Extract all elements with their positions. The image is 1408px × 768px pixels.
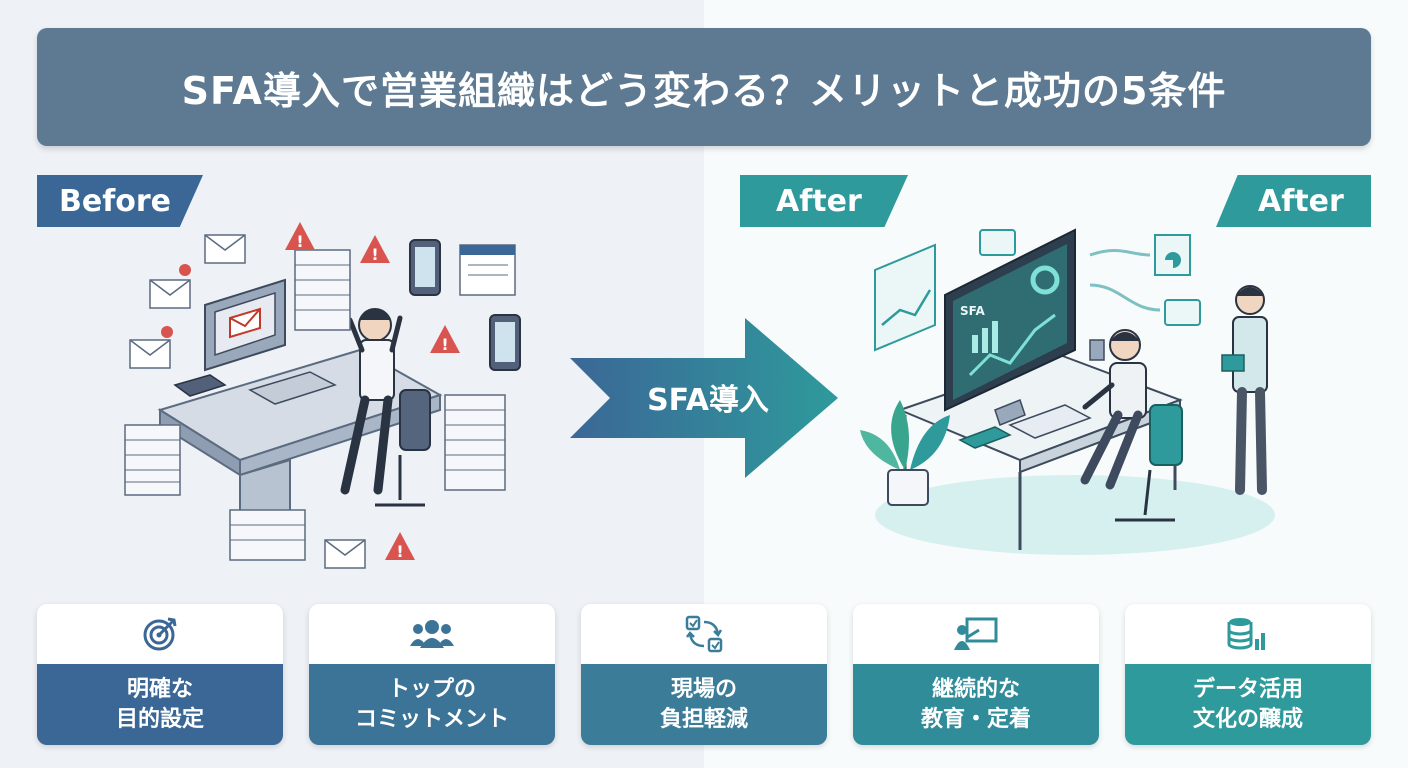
stressed-person-body <box>359 339 395 401</box>
card-label: 継続的な 教育・定着 <box>853 664 1099 745</box>
envelope-icon <box>204 234 246 264</box>
card-label-line1: トップの <box>387 676 476 702</box>
title-banner: SFA導入で営業組織はどう変わる？メリットと成功の5条件 <box>37 28 1371 146</box>
condition-card-workload: 現場の 負担軽減 <box>581 604 827 745</box>
notification-dot <box>161 326 173 338</box>
warning-icon: ! <box>360 235 390 264</box>
team-icon <box>410 620 454 648</box>
floating-chart-panel <box>874 243 936 352</box>
monitor-logo: SFA <box>960 304 985 318</box>
document-chart-icon <box>1154 234 1191 276</box>
desk-phone <box>173 374 227 397</box>
office-chair <box>399 389 431 451</box>
card-label-line2: 負担軽減 <box>659 706 748 732</box>
floor-shadow <box>875 475 1275 555</box>
svg-text:!: ! <box>296 232 303 251</box>
dashboard-donut-chart <box>1030 265 1060 295</box>
handheld-tablet <box>1221 354 1245 372</box>
warning-icon: ! <box>430 325 460 354</box>
folder-icon <box>979 229 1016 256</box>
paper-stack-left <box>124 424 181 496</box>
card-label-line2: 目的設定 <box>115 706 204 732</box>
tablet-on-desk <box>958 426 1012 449</box>
sfa-dashboard-screen <box>953 244 1067 400</box>
card-label: 現場の 負担軽減 <box>581 664 827 745</box>
card-label-line2: 文化の醸成 <box>1192 706 1303 732</box>
after-illustration: SFA <box>860 228 1275 555</box>
condition-card-data-culture: データ活用 文化の醸成 <box>1125 604 1371 745</box>
before-illustration: ! ! ! ! <box>124 222 521 569</box>
monitor-stand <box>994 399 1026 426</box>
page-title: SFA導入で営業組織はどう変わる？メリットと成功の5条件 <box>181 68 1227 113</box>
card-label-line1: 継続的な <box>931 676 1020 702</box>
card-label-line2: 教育・定着 <box>920 706 1031 732</box>
card-label: 明確な 目的設定 <box>37 664 283 745</box>
card-label: データ活用 文化の醸成 <box>1125 664 1371 745</box>
svg-text:!: ! <box>396 542 403 561</box>
seated-worker-body <box>1109 362 1147 419</box>
before-tag-label: Before <box>59 183 172 219</box>
condition-card-goal: 明確な 目的設定 <box>37 604 283 745</box>
data-flow-arrow <box>1089 249 1151 257</box>
paper-stack-top <box>294 249 351 331</box>
condition-card-commitment: トップの コミットメント <box>309 604 555 745</box>
keyboard <box>248 371 337 405</box>
target-icon <box>143 617 177 651</box>
warning-icon: ! <box>285 222 315 251</box>
transition-arrow <box>570 318 838 478</box>
envelope-icon <box>324 539 366 569</box>
before-tag: Before <box>37 175 203 227</box>
after-tag-left-label: After <box>776 183 862 219</box>
card-label-line2: コミットメント <box>354 706 509 732</box>
after-tag-right-label: After <box>1258 183 1344 219</box>
workflow-cycle-icon <box>685 615 723 653</box>
paper-stack-right <box>444 394 506 491</box>
svg-text:!: ! <box>441 335 448 354</box>
notification-dot <box>179 264 191 276</box>
envelope-icon <box>149 279 191 309</box>
database-chart-icon <box>1227 618 1265 650</box>
pen-cup <box>1089 339 1105 361</box>
card-label-line1: 現場の <box>670 676 737 702</box>
card-label: トップの コミットメント <box>309 664 555 745</box>
data-flow-arrow <box>1089 283 1161 312</box>
dashboard-line-chart <box>968 313 1056 377</box>
paper-stack-bottom <box>229 509 306 561</box>
condition-card-education: 継続的な 教育・定着 <box>853 604 1099 745</box>
svg-text:!: ! <box>371 245 378 264</box>
training-board-icon <box>954 617 998 650</box>
card-label-line1: 明確な <box>126 676 193 702</box>
office-chair <box>1149 404 1183 466</box>
card-label-line1: データ活用 <box>1192 676 1303 702</box>
folder-icon <box>1164 299 1201 326</box>
potted-plant <box>860 400 950 506</box>
keyboard <box>1008 404 1092 439</box>
envelope-icon <box>129 339 171 369</box>
arrow-label: SFA導入 <box>647 383 769 418</box>
browser-window-icon <box>459 244 516 296</box>
after-tag-right: After <box>1216 175 1371 227</box>
warning-icon: ! <box>385 532 415 561</box>
after-tag-left: After <box>740 175 908 227</box>
